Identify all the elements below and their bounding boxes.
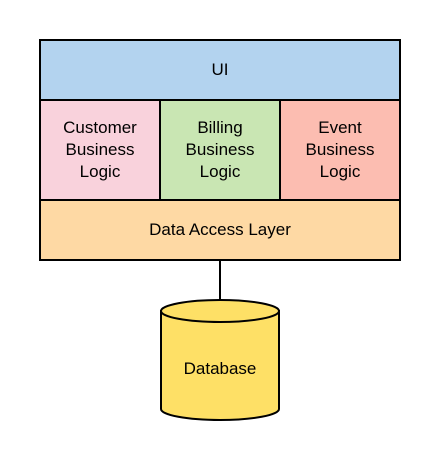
billing-business-logic-box: Billing Business Logic: [159, 99, 281, 201]
database-label: Database: [183, 359, 257, 378]
data-access-layer-label: Data Access Layer: [149, 220, 291, 239]
customer-business-logic-box: Customer Business Logic: [39, 99, 161, 201]
ui-layer-label: UI: [211, 60, 229, 79]
data-access-layer-box: Data Access Layer: [39, 199, 401, 261]
database-cylinder-body: [160, 310, 280, 421]
database-cylinder-top: [160, 299, 280, 323]
billing-business-logic-label: Billing Business Logic: [185, 118, 255, 181]
ui-layer-box: UI: [39, 39, 401, 101]
customer-business-logic-label: Customer Business Logic: [63, 118, 137, 181]
event-business-logic-label: Event Business Logic: [305, 118, 375, 181]
event-business-logic-box: Event Business Logic: [279, 99, 401, 201]
